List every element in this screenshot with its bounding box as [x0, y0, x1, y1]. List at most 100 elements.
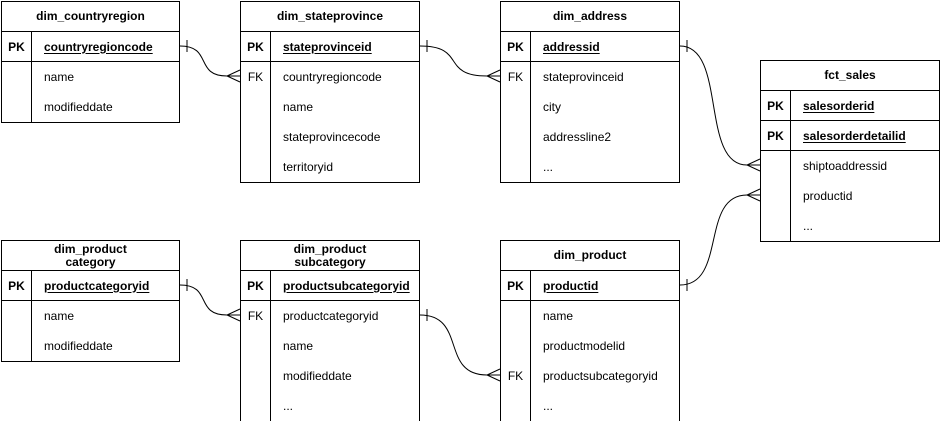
field-name: salesorderdetailid	[803, 128, 906, 143]
cardinality-many-dim_address	[485, 69, 501, 83]
key-label	[2, 92, 32, 122]
row-dim_productsubcategory-productsubcategoryid: PK productsubcategoryid	[241, 271, 419, 301]
key-label	[2, 301, 32, 331]
row-fct_sales-more: ...	[761, 211, 939, 241]
cardinality-many-dim_productsubcategory	[225, 308, 241, 322]
table-title: dim_address	[501, 2, 679, 32]
field-name: shiptoaddressid	[803, 159, 888, 173]
key-label	[501, 301, 531, 331]
row-dim_productcategory-name: name	[2, 301, 179, 331]
field-name: salesorderid	[803, 98, 875, 113]
key-label: PK	[241, 32, 271, 61]
table-rows: PK salesorderid PK salesorderdetailid sh…	[761, 91, 939, 241]
row-dim_stateprovince-stateprovincecode: stateprovincecode	[241, 122, 419, 152]
field-name: name	[283, 339, 314, 353]
table-dim_productcategory: dim_product category PK productcategoryi…	[1, 240, 180, 362]
relationship-dim_productcategory-dim_productsubcategory	[179, 284, 228, 316]
key-label	[761, 211, 791, 241]
key-label	[241, 331, 271, 361]
relationship-dim_address-fct_sales	[679, 45, 748, 166]
table-rows: PK stateprovinceid FK countryregioncode …	[241, 32, 419, 182]
field-name: modifieddate	[44, 339, 113, 353]
row-fct_sales-productid: productid	[761, 181, 939, 211]
cardinality-many-dim_stateprovince	[225, 69, 241, 83]
field-name: countryregioncode	[283, 70, 382, 84]
key-label: PK	[761, 91, 791, 120]
row-dim_stateprovince-countryregioncode: FK countryregioncode	[241, 62, 419, 92]
table-fct_sales: fct_sales PK salesorderid PK salesorderd…	[760, 60, 940, 242]
key-label	[761, 151, 791, 181]
key-label: FK	[501, 361, 531, 391]
row-dim_address-addressid: PK addressid	[501, 32, 679, 62]
key-label	[241, 152, 271, 182]
cardinality-many-fct_sales	[745, 188, 761, 202]
row-dim_product-name: name	[501, 301, 679, 331]
field-name: stateprovinceid	[543, 70, 624, 84]
key-label: PK	[501, 32, 531, 61]
field-name: productid	[803, 189, 853, 203]
row-dim_product-productid: PK productid	[501, 271, 679, 301]
table-title: dim_stateprovince	[241, 2, 419, 32]
table-rows: PK productid name productmodelid FK prod…	[501, 271, 679, 421]
row-dim_address-more: ...	[501, 152, 679, 182]
key-label	[501, 92, 531, 122]
key-label: PK	[761, 121, 791, 150]
field-name: modifieddate	[283, 369, 352, 383]
key-label	[501, 331, 531, 361]
row-dim_countryregion-modifieddate: modifieddate	[2, 92, 179, 122]
field-name: territoryid	[283, 160, 334, 174]
relationship-dim_product-fct_sales	[679, 194, 748, 286]
row-dim_productcategory-productcategoryid: PK productcategoryid	[2, 271, 179, 301]
table-rows: PK countryregioncode name modifieddate	[2, 32, 179, 122]
key-label	[501, 391, 531, 421]
table-title: dim_countryregion	[2, 2, 179, 32]
key-label: PK	[501, 271, 531, 300]
relationship-dim_countryregion-dim_stateprovince	[179, 45, 228, 77]
table-dim_product: dim_product PK productid name productmod…	[500, 240, 680, 421]
field-name: addressline2	[543, 130, 612, 144]
key-label: PK	[2, 32, 32, 61]
field-name: name	[283, 100, 314, 114]
relationship-dim_stateprovince-dim_address	[419, 45, 488, 77]
key-label: FK	[241, 301, 271, 331]
table-dim_productsubcategory: dim_product subcategory PK productsubcat…	[240, 240, 420, 421]
row-dim_stateprovince-name: name	[241, 92, 419, 122]
table-rows: PK productcategoryid name modifieddate	[2, 271, 179, 361]
table-dim_countryregion: dim_countryregion PK countryregioncode n…	[1, 1, 180, 123]
field-name: name	[44, 309, 75, 323]
row-dim_address-addressline2: addressline2	[501, 122, 679, 152]
table-title: dim_product category	[2, 241, 179, 271]
key-label	[761, 181, 791, 211]
row-dim_productsubcategory-modifieddate: modifieddate	[241, 361, 419, 391]
field-name: name	[44, 70, 75, 84]
row-dim_stateprovince-territoryid: territoryid	[241, 152, 419, 182]
field-name: countryregioncode	[44, 39, 153, 54]
row-dim_product-productsubcategoryid: FK productsubcategoryid	[501, 361, 679, 391]
key-label: FK	[241, 62, 271, 92]
row-dim_productcategory-modifieddate: modifieddate	[2, 331, 179, 361]
field-name: productcategoryid	[283, 309, 379, 323]
field-name: ...	[543, 160, 554, 174]
field-name: ...	[283, 399, 294, 413]
cardinality-many-dim_product	[485, 368, 501, 382]
key-label	[241, 361, 271, 391]
row-dim_productsubcategory-name: name	[241, 331, 419, 361]
table-title: fct_sales	[761, 61, 939, 91]
key-label	[241, 391, 271, 421]
field-name: productsubcategoryid	[283, 278, 410, 293]
key-label	[2, 62, 32, 92]
relationship-dim_productsubcategory-dim_product	[419, 314, 488, 376]
row-fct_sales-salesorderid: PK salesorderid	[761, 91, 939, 121]
field-name: stateprovincecode	[283, 130, 381, 144]
field-name: name	[543, 309, 574, 323]
key-label: PK	[241, 271, 271, 300]
table-dim_address: dim_address PK addressid FK stateprovinc…	[500, 1, 680, 183]
field-name: productid	[543, 278, 599, 293]
cardinality-many-fct_sales	[745, 158, 761, 172]
key-label: PK	[2, 271, 32, 300]
field-name: addressid	[543, 39, 600, 54]
row-dim_productsubcategory-productcategoryid: FK productcategoryid	[241, 301, 419, 331]
row-dim_address-stateprovinceid: FK stateprovinceid	[501, 62, 679, 92]
